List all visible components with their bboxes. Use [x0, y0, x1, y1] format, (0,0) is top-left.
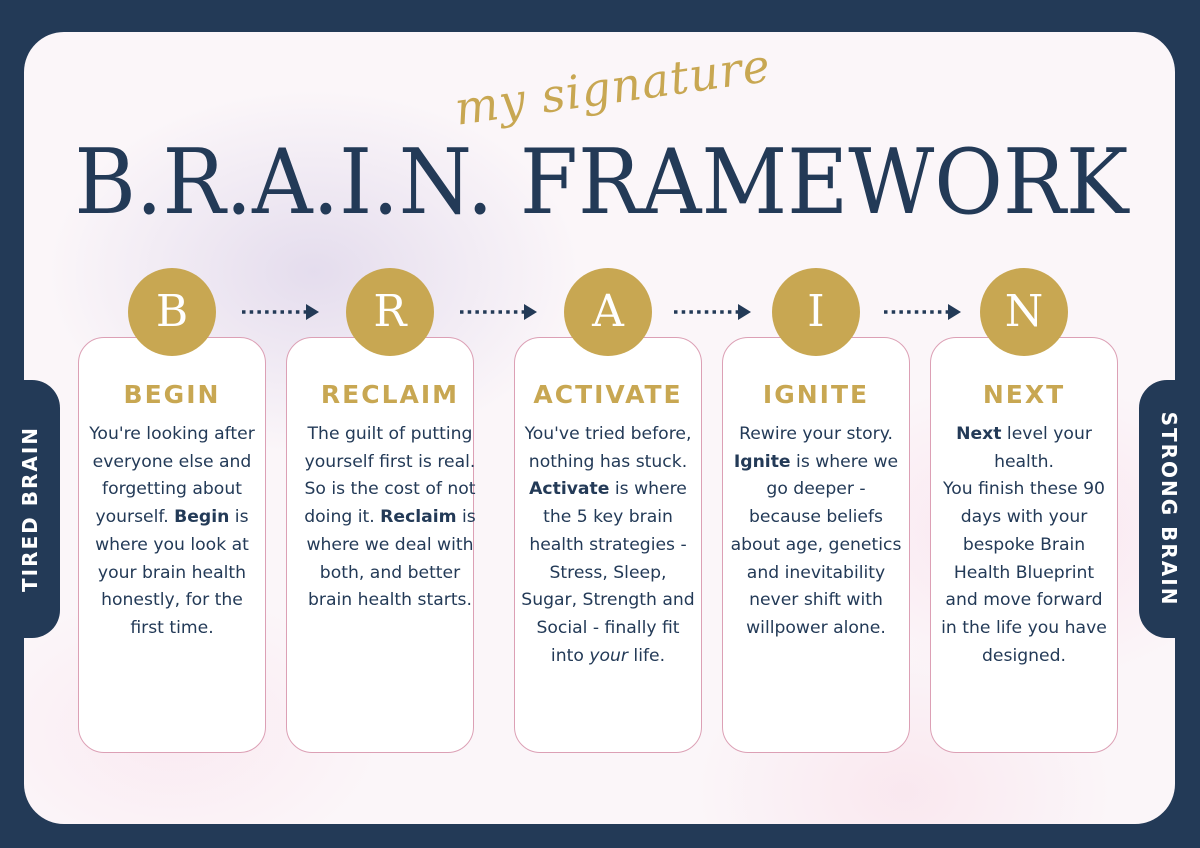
step-letter-circle: A	[564, 268, 652, 356]
step-name: NEXT	[982, 380, 1066, 409]
step-letter-circle: B	[128, 268, 216, 356]
step-name: BEGIN	[123, 380, 221, 409]
side-label-tired-brain: TIRED BRAIN	[18, 425, 42, 593]
arrow-right-icon	[884, 304, 961, 320]
step-box-ignite	[722, 337, 910, 753]
side-label-strong-brain: STRONG BRAIN	[1157, 411, 1181, 607]
arrow-right-icon	[674, 304, 751, 320]
step-box-begin	[78, 337, 266, 753]
step-letter-circle: I	[772, 268, 860, 356]
step-box-activate	[514, 337, 702, 753]
step-description: The guilt of putting yourself first is r…	[304, 424, 476, 611]
page-title: B.R.A.I.N. FRAMEWORK	[74, 130, 1129, 235]
arrow-right-icon	[460, 304, 537, 320]
step-name: ACTIVATE	[533, 380, 683, 409]
step-box-next	[930, 337, 1118, 753]
side-tab-right: STRONG BRAIN	[1139, 380, 1199, 638]
step-name: RECLAIM	[320, 380, 460, 409]
step-box-reclaim	[286, 337, 474, 753]
step-letter-circle: N	[980, 268, 1068, 356]
side-tab-left: TIRED BRAIN	[0, 380, 60, 638]
step-description: Rewire your story. Ignite is where we go…	[730, 424, 902, 638]
step-description: Next level your health.You finish these …	[941, 424, 1107, 666]
step-description: You're looking after everyone else and f…	[89, 424, 255, 638]
step-name: IGNITE	[762, 380, 870, 409]
step-letter-circle: R	[346, 268, 434, 356]
step-description: You've tried before, nothing has stuck. …	[521, 424, 695, 666]
arrow-right-icon	[242, 304, 319, 320]
